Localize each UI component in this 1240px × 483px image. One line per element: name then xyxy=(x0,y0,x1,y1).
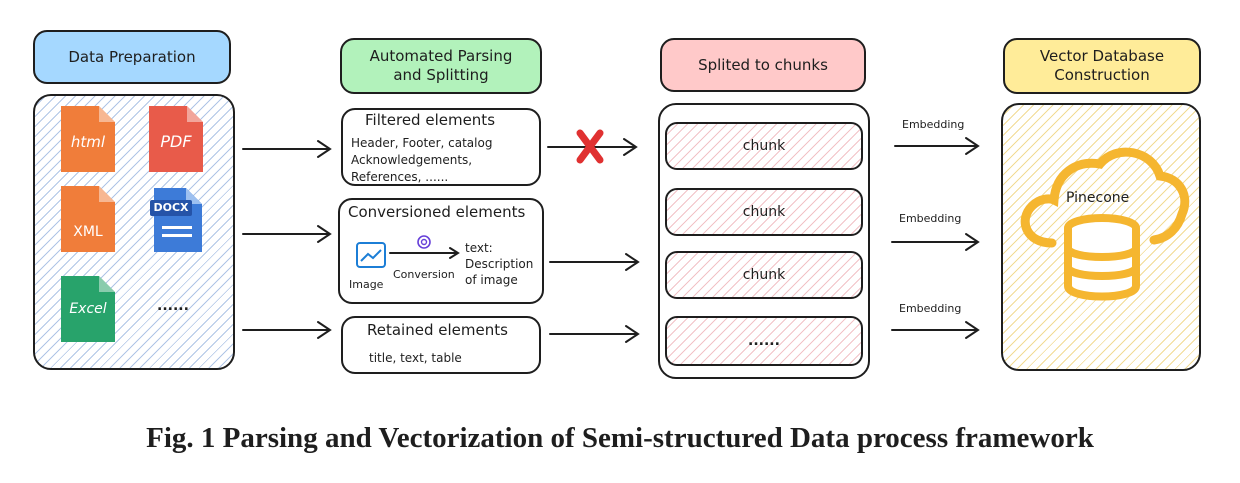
docx-file-label: DOCX xyxy=(153,201,189,214)
excel-file-icon: Excel xyxy=(61,276,115,342)
chunk-label: ...... xyxy=(748,333,780,349)
excel-file-label: Excel xyxy=(69,301,107,317)
docx-file-icon: DOCX xyxy=(150,188,202,252)
filtered-line-1: Header, Footer, catalog xyxy=(351,136,493,150)
chunks-header: Splited to chunks xyxy=(660,38,866,92)
more-files-ellipsis: ...... xyxy=(157,298,189,314)
retained-elements-box: Retained elements title, text, table xyxy=(341,316,541,374)
filtered-line-3: References, ...... xyxy=(351,170,449,184)
chunk-label: chunk xyxy=(742,204,786,220)
converted-text-line-1: text: xyxy=(465,241,493,255)
chunk-item: chunk xyxy=(665,251,863,299)
pdf-file-icon: PDF xyxy=(149,106,203,172)
embedding-label: Embedding xyxy=(902,118,965,131)
pdf-file-label: PDF xyxy=(160,132,192,151)
retained-elements-title: Retained elements xyxy=(367,321,508,339)
filtered-elements-title: Filtered elements xyxy=(365,111,496,129)
figure-caption: Fig. 1 Parsing and Vectorization of Semi… xyxy=(146,422,1094,454)
data-preparation-title: Data Preparation xyxy=(68,47,196,66)
chunks-title: Splited to chunks xyxy=(698,55,828,74)
conversion-label: Conversion xyxy=(393,268,455,281)
pinecone-label: Pinecone xyxy=(1066,190,1130,206)
parsing-title: Automated Parsing and Splitting xyxy=(369,47,513,84)
chunk-label: chunk xyxy=(742,267,786,283)
xml-file-label: XML xyxy=(73,224,103,240)
image-label: Image xyxy=(349,278,384,291)
chunk-item: chunk xyxy=(665,122,863,170)
conversioned-elements-title: Conversioned elements xyxy=(348,203,526,221)
conversioned-elements-box: Conversioned elements Image Conversion t… xyxy=(338,198,544,304)
chunk-item: chunk xyxy=(665,188,863,236)
converted-text-line-2: Description xyxy=(465,257,534,271)
xml-file-icon: XML xyxy=(61,186,115,252)
parsing-header: Automated Parsing and Splitting xyxy=(340,38,542,94)
openai-icon xyxy=(416,234,432,250)
reject-x-icon xyxy=(576,129,604,164)
embedding-label: Embedding xyxy=(899,212,962,225)
embedding-label: Embedding xyxy=(899,302,962,315)
chunk-label: chunk xyxy=(742,138,786,154)
vector-db-title: Vector Database Construction xyxy=(1039,47,1165,84)
cloud-database-icon xyxy=(1012,138,1192,308)
filtered-line-2: Acknowledgements, xyxy=(351,153,473,167)
image-icon xyxy=(356,242,386,268)
retained-line-1: title, text, table xyxy=(369,351,462,365)
filtered-elements-box: Filtered elements Header, Footer, catalo… xyxy=(341,108,541,186)
html-file-label: html xyxy=(70,133,106,151)
vector-db-header: Vector Database Construction xyxy=(1003,38,1201,94)
data-preparation-header: Data Preparation xyxy=(33,30,231,84)
chunk-item: ...... xyxy=(665,316,863,366)
converted-text-line-3: of image xyxy=(465,273,518,287)
html-file-icon: html xyxy=(61,106,115,172)
